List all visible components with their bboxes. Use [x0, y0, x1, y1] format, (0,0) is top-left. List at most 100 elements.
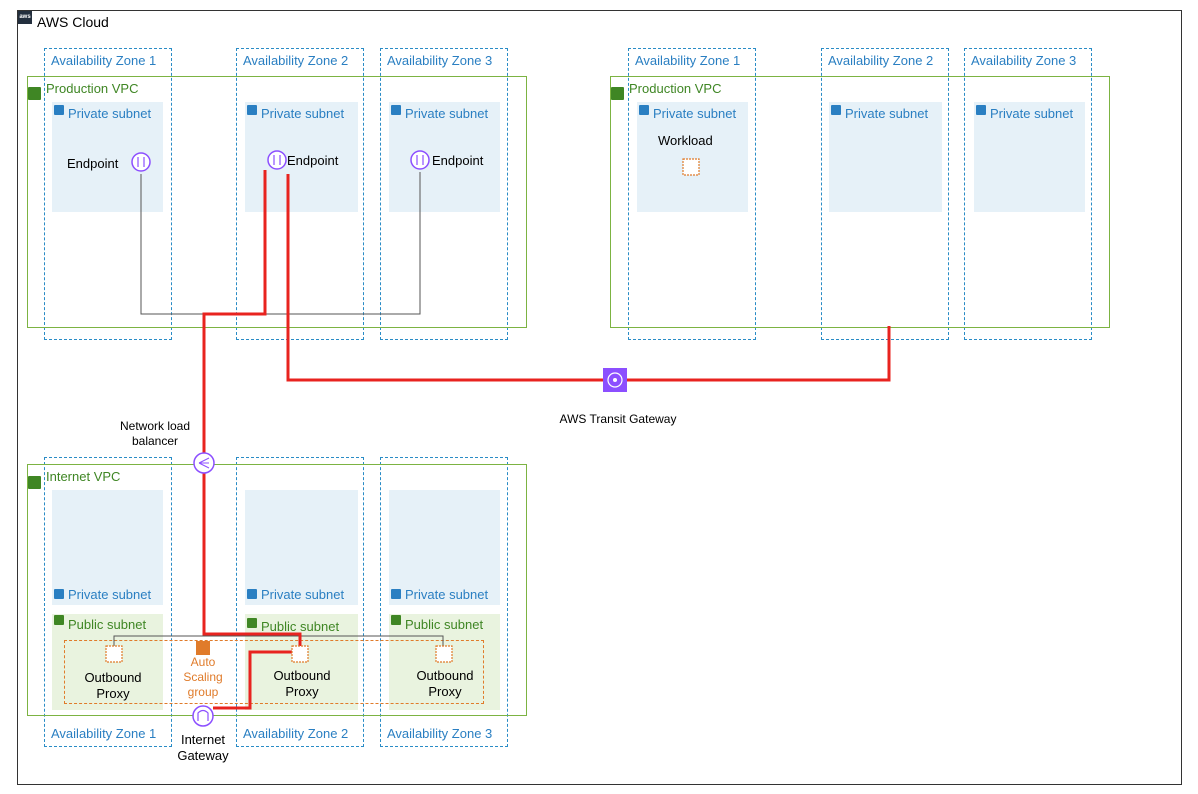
private-subnet-az3-right	[974, 102, 1085, 212]
lock-icon	[54, 105, 64, 115]
az-3-bottom	[380, 457, 508, 747]
az-1-top-right	[628, 48, 756, 340]
igw-label-line2: Gateway	[177, 748, 229, 763]
private-subnet-label: Private subnet	[990, 106, 1074, 121]
lock-icon	[247, 589, 257, 599]
lock-icon	[247, 105, 257, 115]
nlb-label-line1: Network load	[119, 419, 191, 433]
az-3-label: Availability Zone 3	[387, 53, 493, 68]
internet-private-subnet-az3	[389, 490, 500, 605]
az-2-label: Availability Zone 2	[828, 53, 934, 68]
lock-icon	[391, 589, 401, 599]
auto-scaling-group-box	[64, 640, 484, 704]
proxy-line2: Proxy	[96, 686, 130, 701]
traffic-path-transit-gateway	[286, 174, 891, 382]
proxy-chip-icon	[105, 645, 123, 663]
az-2-top-left	[236, 48, 364, 340]
vpc-cloud-icon	[28, 476, 41, 489]
az-3-label: Availability Zone 3	[387, 726, 493, 741]
private-subnet-az1-right	[637, 102, 748, 212]
workload-chip-icon	[682, 158, 700, 176]
outbound-proxy-az2-label: Outbound Proxy	[262, 668, 342, 700]
lock-icon	[54, 589, 64, 599]
aws-logo-icon: aws	[18, 11, 32, 24]
production-vpc-left	[27, 76, 527, 328]
lock-icon	[831, 105, 841, 115]
endpoint-connector-line	[140, 172, 421, 315]
asg-label: Auto Scaling group	[173, 655, 233, 700]
production-vpc-left-label: Production VPC	[46, 81, 139, 96]
public-subnet-label: Public subnet	[68, 617, 147, 632]
transit-gateway-label: AWS Transit Gateway	[559, 412, 677, 426]
internet-vpc-label: Internet VPC	[46, 469, 121, 484]
private-subnet-az3	[389, 102, 500, 212]
private-subnet-label: Private subnet	[405, 106, 489, 121]
endpoint-icon	[131, 152, 151, 172]
nlb-label: Network load balancer	[110, 419, 200, 449]
proxy-line2: Proxy	[285, 684, 319, 699]
internet-private-subnet-az2	[245, 490, 358, 605]
internet-private-subnet-az1	[52, 490, 163, 605]
endpoint-icon	[267, 150, 287, 170]
traffic-path-endpoint-to-proxy	[202, 170, 302, 646]
nlb-label-line2: balancer	[131, 434, 179, 448]
traffic-path-proxy-to-igw	[213, 650, 296, 710]
az-1-label: Availability Zone 1	[51, 726, 157, 741]
aws-cloud-group	[17, 10, 1182, 785]
internet-gateway-icon	[192, 705, 214, 727]
private-subnet-label: Private subnet	[68, 587, 152, 602]
proxy-line2: Proxy	[428, 684, 462, 699]
az-3-top-right	[964, 48, 1092, 340]
az-1-bottom	[44, 457, 172, 747]
asg-label-line3: group	[187, 685, 219, 699]
az-2-top-right	[821, 48, 949, 340]
igw-label-line1: Internet	[180, 732, 226, 747]
proxy-line1: Outbound	[84, 670, 142, 685]
asg-label-line2: Scaling	[183, 670, 223, 684]
asg-label-line1: Auto	[190, 655, 216, 669]
az-1-label: Availability Zone 1	[51, 53, 157, 68]
proxy-line1: Outbound	[416, 668, 474, 683]
proxy-line1: Outbound	[273, 668, 331, 683]
cloud-title: AWS Cloud	[37, 14, 109, 30]
az-2-bottom	[236, 457, 364, 747]
vpc-cloud-icon	[611, 87, 624, 100]
lock-icon	[639, 105, 649, 115]
endpoint-label-az3: Endpoint	[432, 153, 484, 168]
auto-scaling-icon	[196, 641, 210, 655]
lock-icon	[54, 615, 64, 625]
production-vpc-right	[610, 76, 1110, 328]
proxy-chip-icon	[435, 645, 453, 663]
private-subnet-label: Private subnet	[653, 106, 737, 121]
private-subnet-label: Private subnet	[68, 106, 152, 121]
outbound-proxy-az1-label: Outbound Proxy	[73, 670, 153, 702]
private-subnet-label: Private subnet	[405, 587, 489, 602]
transit-gateway-icon	[603, 368, 627, 392]
private-subnet-label: Private subnet	[845, 106, 929, 121]
endpoint-label-az2: Endpoint	[287, 153, 339, 168]
endpoint-label-az1: Endpoint	[67, 156, 119, 171]
az-1-top-left	[44, 48, 172, 340]
private-subnet-label: Private subnet	[261, 587, 345, 602]
az-2-label: Availability Zone 2	[243, 726, 349, 741]
az-3-label: Availability Zone 3	[971, 53, 1077, 68]
load-balancer-icon	[193, 452, 215, 474]
public-subnet-label: Public subnet	[261, 619, 340, 634]
az-3-top-left	[380, 48, 508, 340]
endpoint-icon	[410, 150, 430, 170]
lock-icon	[391, 615, 401, 625]
production-vpc-right-label: Production VPC	[629, 81, 722, 96]
igw-label: Internet Gateway	[168, 732, 238, 764]
workload-label: Workload	[658, 133, 713, 148]
public-subnet-label: Public subnet	[405, 617, 484, 632]
lock-icon	[391, 105, 401, 115]
az-2-label: Availability Zone 2	[243, 53, 349, 68]
lock-icon	[976, 105, 986, 115]
proxy-chip-icon	[291, 645, 309, 663]
internet-vpc	[27, 464, 527, 716]
private-subnet-label: Private subnet	[261, 106, 345, 121]
private-subnet-az2-right	[829, 102, 942, 212]
lock-icon	[247, 618, 257, 628]
proxy-connector-line	[113, 635, 444, 646]
